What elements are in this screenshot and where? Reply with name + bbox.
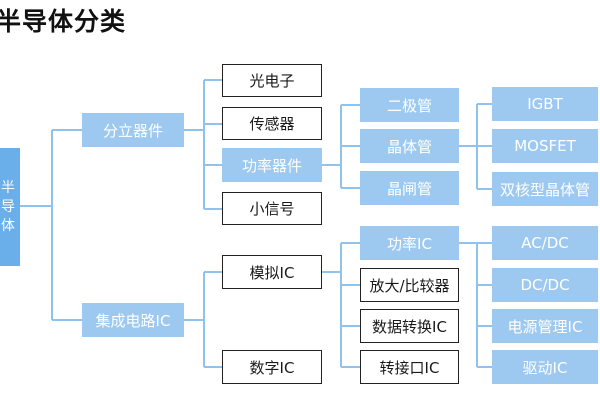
node-thyristor: 晶闸管 <box>360 171 459 205</box>
node-driver-ic: 驱动IC <box>492 350 598 384</box>
node-power-device: 功率器件 <box>222 148 322 182</box>
root-char-3: 体 <box>1 217 15 234</box>
node-digital-ic: 数字IC <box>222 350 322 384</box>
node-diode: 二极管 <box>360 88 459 122</box>
node-bipolar-transistor: 双核型晶体管 <box>492 172 598 206</box>
node-dc-dc: DC/DC <box>492 268 598 302</box>
node-optoelectronic: 光电子 <box>222 64 322 97</box>
root-char-2: 导 <box>1 198 15 215</box>
page-title: 半导体分类 <box>0 7 127 36</box>
root-char-1: 半 <box>1 179 15 196</box>
node-power-ic: 功率IC <box>360 226 459 260</box>
node-discrete-devices: 分立器件 <box>82 113 184 147</box>
node-data-converter: 数据转换IC <box>360 309 459 343</box>
node-igbt: IGBT <box>492 87 598 121</box>
node-amplifier-comparator: 放大/比较器 <box>360 268 459 302</box>
node-sensor: 传感器 <box>222 107 322 140</box>
node-power-management-ic: 电源管理IC <box>492 309 598 343</box>
node-small-signal: 小信号 <box>222 192 322 225</box>
node-mosfet: MOSFET <box>492 129 598 163</box>
node-transistor: 晶体管 <box>360 129 459 163</box>
node-ac-dc: AC/DC <box>492 226 598 260</box>
root-node-semiconductor: 半 导 体 <box>0 148 20 266</box>
node-analog-ic: 模拟IC <box>222 255 322 289</box>
node-interface-ic: 转接口IC <box>360 350 459 384</box>
node-integrated-circuit: 集成电路IC <box>82 303 184 337</box>
